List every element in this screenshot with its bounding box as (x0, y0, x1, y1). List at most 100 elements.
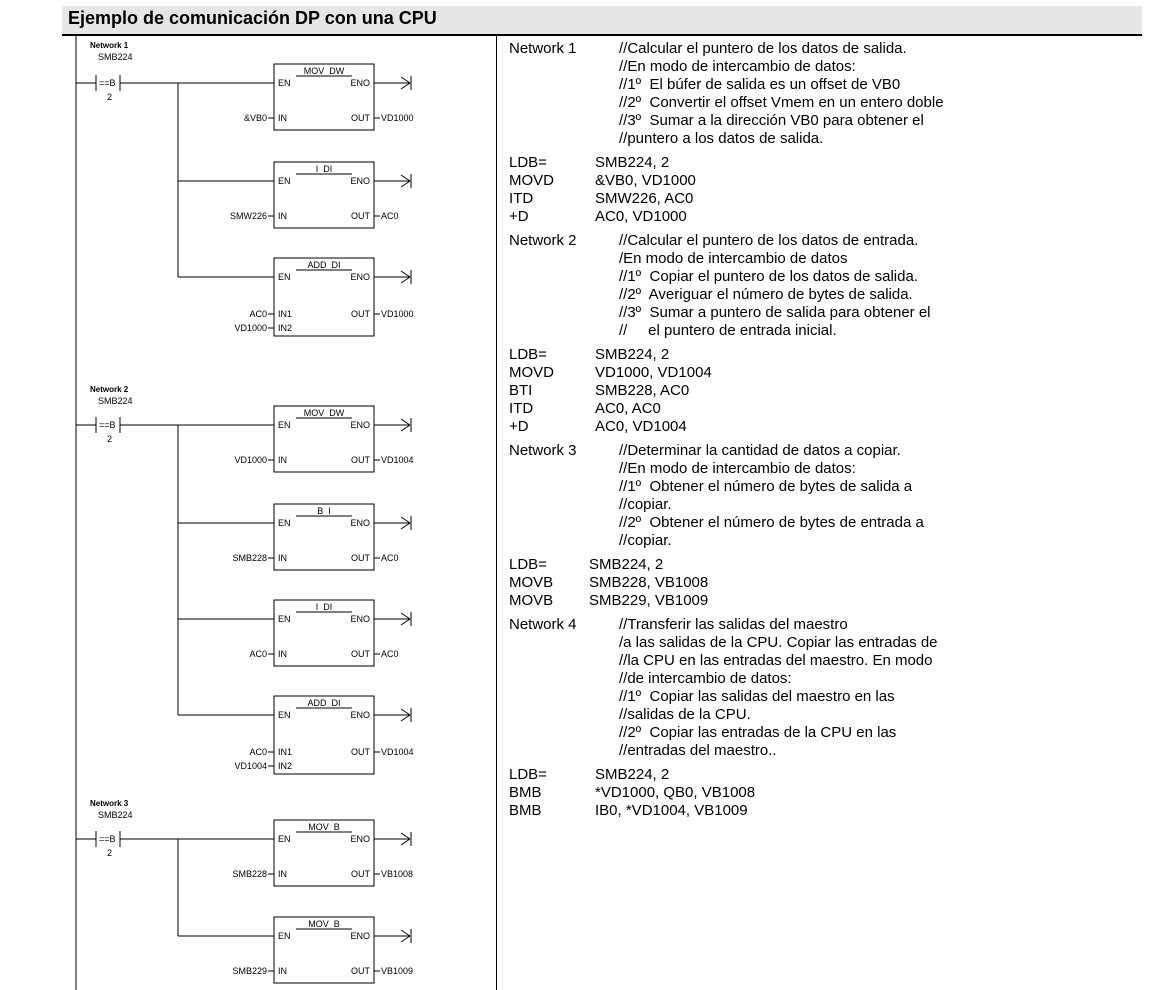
stl-operands: AC0, VD1004 (595, 418, 687, 435)
eno-arrow (400, 76, 411, 84)
box-output-operand: VD1004 (381, 747, 414, 757)
function-box (273, 916, 375, 984)
stl-operands: IB0, *VD1004, VB1009 (595, 802, 748, 819)
box-pin-eno: ENO (350, 518, 370, 528)
stl-operands: SMW226, AC0 (595, 190, 694, 207)
title-bar: Ejemplo de comunicación DP con una CPU (62, 6, 1142, 34)
stl-comment-line: // el puntero de entrada inicial. (619, 322, 837, 339)
eno-arrow (400, 276, 411, 284)
contact-address: SMB224 (98, 52, 133, 62)
box-output-operand: VD1004 (381, 455, 414, 465)
box-input-operand: AC0 (249, 309, 267, 319)
eno-arrow (400, 708, 411, 716)
stl-comment-block: //Calcular el puntero de los datos de en… (619, 232, 1149, 340)
box-pin-en: EN (278, 614, 291, 624)
stl-operands: SMB224, 2 (589, 556, 664, 573)
stl-comment-line: //1º Copiar las salidas del maestro en l… (619, 688, 895, 705)
stl-comment-line: //2º Averiguar el número de bytes de sal… (619, 286, 913, 303)
box-output-operand: AC0 (381, 211, 399, 221)
box-pin-out: OUT (351, 747, 371, 757)
stl-instruction: LDB=SMB224, 2 (509, 154, 1149, 172)
stl-network-label: Network 1 (509, 40, 577, 57)
stl-opcode: BMB (509, 784, 542, 801)
box-input-operand: SMW226 (230, 211, 267, 221)
eno-arrow (400, 180, 411, 188)
function-box (273, 503, 375, 571)
stl-opcode: LDB= (509, 766, 547, 783)
stl-comment-line: //2º Obtener el número de bytes de entra… (619, 514, 924, 531)
title-rule (62, 34, 1142, 36)
eno-arrow (400, 832, 411, 840)
contact-address: SMB224 (98, 396, 133, 406)
eno-arrow (400, 516, 411, 524)
contact-operator: ==B (99, 420, 116, 430)
stl-comment-line: //1º Copiar el puntero de los datos de s… (619, 268, 918, 285)
eno-arrow (400, 522, 411, 530)
eno-arrow (400, 612, 411, 620)
page-title: Ejemplo de comunicación DP con una CPU (68, 8, 437, 28)
stl-comment-line: //En modo de intercambio de datos: (619, 460, 856, 477)
stl-comment-line: //puntero a los datos de salida. (619, 130, 824, 147)
stl-instruction: LDB=SMB224, 2 (509, 556, 1149, 574)
eno-arrow (400, 82, 411, 90)
contact-operator: ==B (99, 78, 116, 88)
stl-operands: VD1000, VD1004 (595, 364, 712, 381)
eno-arrow (400, 424, 411, 432)
box-pin-out: OUT (351, 309, 371, 319)
box-pin-in: IN2 (278, 761, 292, 771)
column-divider (496, 36, 497, 990)
stl-comment-line: //Calcular el puntero de los datos de en… (619, 232, 919, 249)
stl-instruction: MOVD&VB0, VD1000 (509, 172, 1149, 190)
stl-operands: SMB224, 2 (595, 154, 670, 171)
box-name: I_DI (316, 602, 333, 612)
network-label: Network 3 (90, 799, 129, 808)
eno-arrow (400, 618, 411, 626)
function-box (273, 405, 375, 473)
box-name: ADD_DI (307, 698, 340, 708)
function-box (273, 161, 375, 229)
contact-value: 2 (107, 434, 112, 444)
stl-operands: *VD1000, QB0, VB1008 (595, 784, 756, 801)
function-box (273, 257, 375, 337)
box-pin-en: EN (278, 834, 291, 844)
box-name: MOV_B (308, 919, 340, 929)
stl-comment-line: //salidas de la CPU. (619, 706, 751, 723)
function-box (273, 819, 375, 887)
stl-operands: SMB224, 2 (595, 346, 670, 363)
stl-comment-line: //Determinar la cantidad de datos a copi… (619, 442, 901, 459)
box-name: I_DI (316, 164, 333, 174)
stl-opcode: ITD (509, 190, 534, 207)
box-pin-out: OUT (351, 966, 371, 976)
stl-comment-block: //Calcular el puntero de los datos de sa… (619, 40, 1149, 148)
stl-network-label: Network 3 (509, 442, 577, 459)
contact-value: 2 (107, 92, 112, 102)
box-name: MOV_DW (304, 66, 345, 76)
contact-value: 2 (107, 848, 112, 858)
box-pin-eno: ENO (350, 78, 370, 88)
box-pin-in: IN (278, 966, 287, 976)
box-input-operand: VD1004 (234, 761, 267, 771)
box-pin-in: IN2 (278, 323, 292, 333)
box-name: MOV_DW (304, 408, 345, 418)
box-pin-in: IN (278, 649, 287, 659)
stl-opcode: LDB= (509, 346, 547, 363)
stl-comment-line: //En modo de intercambio de datos: (619, 58, 856, 75)
stl-comment-block: //Transferir las salidas del maestro/a l… (619, 616, 1149, 760)
box-pin-en: EN (278, 78, 291, 88)
stl-comment-block: //Determinar la cantidad de datos a copi… (619, 442, 1149, 550)
box-pin-out: OUT (351, 649, 371, 659)
box-pin-en: EN (278, 710, 291, 720)
stl-comment-line: //entradas del maestro.. (619, 742, 777, 759)
contact-address: SMB224 (98, 810, 133, 820)
stl-comment-line: //Calcular el puntero de los datos de sa… (619, 40, 907, 57)
stl-comment-line: //la CPU en las entradas del maestro. En… (619, 652, 933, 669)
stl-opcode: MOVD (509, 364, 554, 381)
stl-opcode: +D (509, 208, 529, 225)
stl-comment-line: //copiar. (619, 496, 672, 513)
